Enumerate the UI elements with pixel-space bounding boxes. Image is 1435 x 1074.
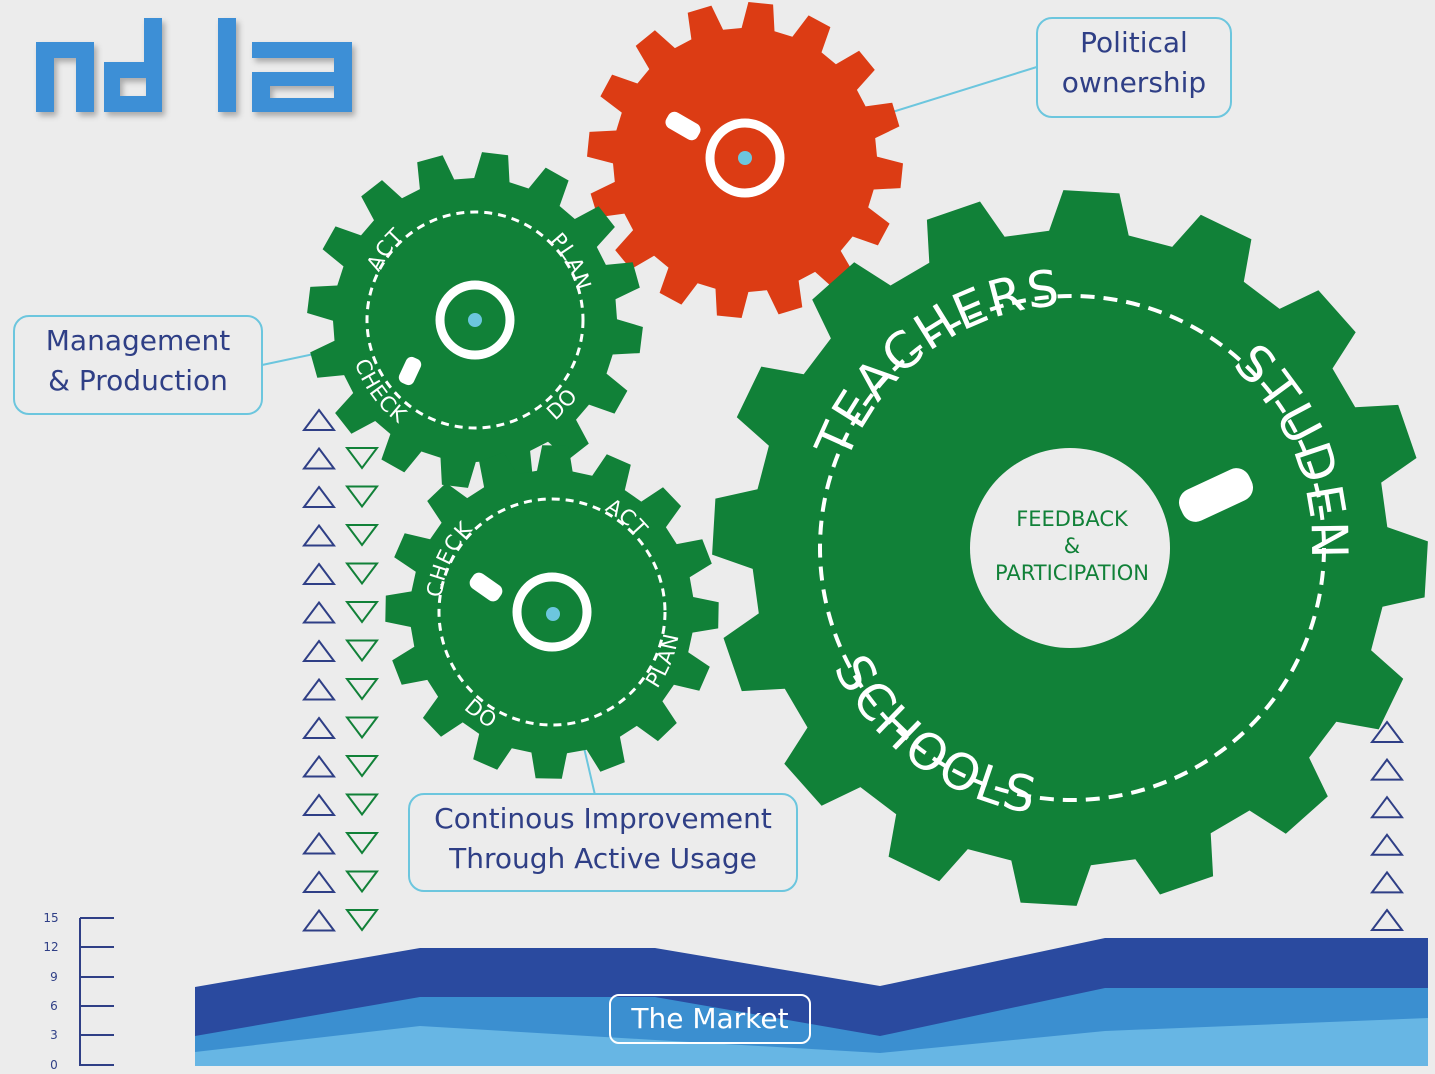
down-triangle-icon	[345, 832, 379, 855]
up-triangle-icon	[302, 485, 336, 508]
logo-letter-l	[218, 18, 236, 112]
management-production-callout: Management & Production	[13, 315, 263, 415]
improvement-gear-dot	[546, 607, 560, 621]
red-gear-ring	[705, 118, 785, 198]
up-triangle-icon	[1370, 795, 1404, 819]
big-center-line-2: &	[1064, 534, 1080, 558]
improvement-callout-line-1: Continous Improvement	[434, 802, 772, 835]
continuous-improvement-callout: Continous Improvement Through Active Usa…	[408, 793, 798, 892]
political-gear	[587, 2, 903, 318]
political-callout-line-1: Political	[1080, 26, 1188, 59]
management-callout-line-2: & Production	[48, 364, 228, 397]
red-gear-dot	[738, 151, 752, 165]
up-triangle-icon	[302, 716, 336, 739]
market-label: The Market	[609, 994, 811, 1044]
improvement-dashed-ring	[437, 497, 667, 727]
logo-letter-n	[36, 42, 94, 112]
improvement-callout-line-2: Through Active Usage	[449, 842, 757, 875]
big-gear-slot	[1178, 468, 1254, 522]
management-gear-ring	[435, 280, 515, 360]
y-tick-12: 12	[43, 940, 58, 954]
y-tick-15: 15	[43, 911, 58, 925]
improvement-gear: ACT PLAN DO CHECK	[385, 445, 719, 779]
down-triangle-icon	[345, 755, 379, 778]
down-triangle-icon	[345, 716, 379, 740]
management-gear: ACT PLAN DO CHECK	[307, 152, 643, 488]
up-triangle-icon	[1370, 757, 1404, 781]
y-tick-3: 3	[50, 1028, 58, 1042]
improvement-gear-slot	[469, 572, 503, 602]
big-center-line-1: FEEDBACK	[1016, 507, 1129, 531]
down-triangle-icon	[345, 678, 379, 701]
y-tick-6: 6	[50, 999, 58, 1013]
down-triangle-icon	[345, 870, 379, 894]
down-triangle-icon	[345, 562, 379, 586]
market-chart: 15 12 9 6 3 0	[43, 911, 1428, 1072]
big-center-line-3: PARTICIPATION	[995, 561, 1149, 585]
down-arrow-column	[345, 447, 379, 932]
down-triangle-icon	[345, 485, 379, 509]
management-callout-line-1: Management	[45, 324, 231, 357]
up-triangle-icon	[302, 639, 336, 662]
up-triangle-icon	[302, 562, 336, 585]
up-triangle-icon	[302, 870, 336, 893]
down-triangle-icon	[345, 601, 379, 624]
up-triangle-icon	[302, 793, 336, 816]
up-triangle-icon	[302, 523, 336, 547]
improvement-gear-ring	[512, 572, 592, 652]
management-dashed-ring	[365, 210, 585, 430]
big-dashed-ring	[818, 294, 1326, 802]
logo-letter-d	[104, 18, 162, 112]
logo-letter-a	[252, 42, 352, 112]
political-ownership-callout: Political ownership	[1036, 17, 1232, 118]
up-triangle-icon	[1370, 833, 1404, 856]
red-gear-slot	[665, 111, 701, 141]
down-triangle-icon	[345, 524, 379, 547]
y-tick-9: 9	[50, 970, 58, 984]
down-triangle-icon	[345, 909, 379, 932]
up-triangle-icon	[1370, 870, 1404, 894]
up-triangle-icon	[302, 908, 336, 932]
up-triangle-icon	[302, 831, 336, 855]
ndla-logo	[36, 18, 352, 112]
up-arrow-column-left	[302, 408, 336, 932]
management-gear-dot	[468, 313, 482, 327]
management-gear-slot	[398, 356, 422, 386]
up-triangle-icon	[1370, 908, 1404, 931]
up-triangle-icon	[1370, 720, 1404, 743]
up-triangle-icon	[302, 754, 336, 778]
big-gear-center-disc	[970, 448, 1170, 648]
down-triangle-icon	[345, 793, 379, 817]
y-tick-0: 0	[50, 1058, 58, 1072]
market-y-axis	[79, 917, 114, 1066]
up-triangle-icon	[302, 446, 336, 470]
up-arrow-column-right	[1370, 720, 1404, 931]
up-triangle-icon	[302, 677, 336, 701]
down-triangle-icon	[345, 447, 379, 470]
up-triangle-icon	[302, 600, 336, 624]
up-triangle-icon	[302, 408, 336, 431]
political-callout-line-2: ownership	[1061, 66, 1207, 99]
down-triangle-icon	[345, 639, 379, 663]
market-area-light	[195, 1018, 1428, 1066]
